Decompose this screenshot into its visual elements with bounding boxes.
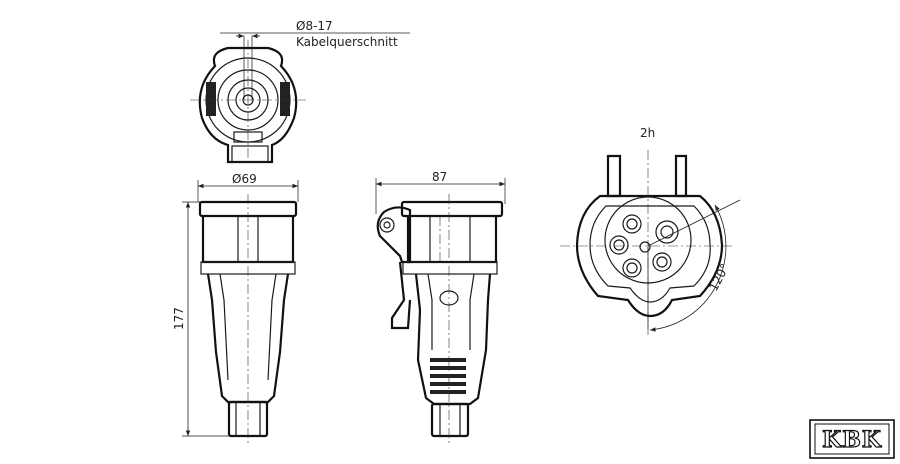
cable-caption-label: Kabelquerschnitt (296, 35, 398, 49)
angle-label: 120° (706, 261, 732, 293)
top-view: Ø8-17 Kabelquerschnitt (190, 19, 410, 164)
side-view: 87 (375, 170, 506, 446)
front-view: Ø69 177 (172, 172, 299, 446)
vent-ribs (430, 358, 466, 394)
clock-position-label: 2h (640, 126, 655, 140)
body-diameter-label: Ø69 (232, 172, 257, 186)
kbk-logo: KBK (809, 419, 895, 459)
cable-diameter-label: Ø8-17 (296, 19, 333, 33)
logo-text: KBK (822, 427, 882, 453)
depth-label: 87 (432, 170, 447, 184)
height-label: 177 (172, 307, 186, 330)
face-view: 2h 120° (560, 126, 741, 335)
